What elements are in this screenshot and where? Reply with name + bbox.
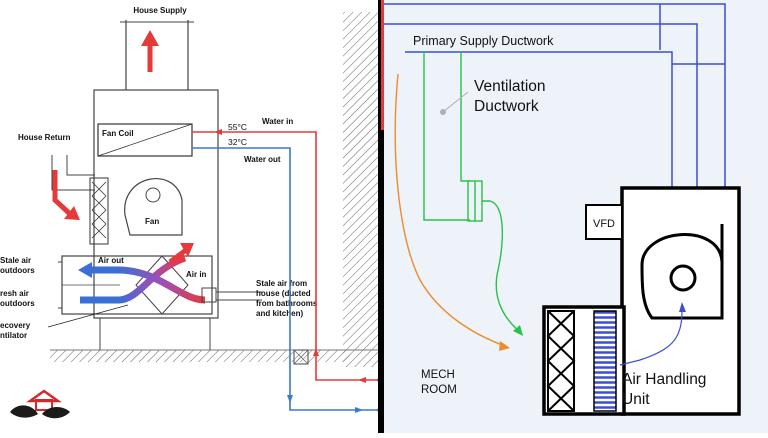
ahu-label-line1: Air Handling xyxy=(622,371,706,388)
fan-housing xyxy=(124,178,183,236)
cabinet xyxy=(93,89,219,319)
duct-inner xyxy=(405,51,673,188)
recovery-ventilator-line2: ntilator xyxy=(0,331,27,340)
stale-air-house-line4: and kitchen) xyxy=(256,309,303,318)
ahu-fan-wheel xyxy=(669,264,697,292)
fan-label: Fan xyxy=(145,217,159,226)
air-in-label: Air in xyxy=(186,270,207,279)
divider xyxy=(378,0,384,433)
duct-middle xyxy=(384,23,698,188)
stale-air-house-line2: house (ducted xyxy=(256,289,311,298)
mech-room-line2: ROOM xyxy=(421,384,457,396)
house-supply-label: House Supply xyxy=(133,6,187,15)
water-in-label: Water in xyxy=(262,117,293,126)
air-out-arrow xyxy=(78,262,92,278)
house-return-label: House Return xyxy=(18,133,71,142)
return-filter xyxy=(89,177,109,245)
air-in-arrow xyxy=(180,243,194,257)
ahu-filter xyxy=(546,310,576,412)
vfd-label: VFD xyxy=(593,218,615,230)
wall-hatch xyxy=(343,12,379,367)
duct-outer xyxy=(384,3,726,188)
ventilation-line1: Ventilation xyxy=(474,78,546,95)
fan-coil-label: Fan Coil xyxy=(102,129,134,138)
fresh-air-outdoors-line2: outdoors xyxy=(0,299,35,308)
water-out-label: Water out xyxy=(244,155,281,164)
vfd-box xyxy=(585,204,623,240)
temp-in-label: 55°C xyxy=(228,122,247,132)
mech-room-line1: MECH xyxy=(421,369,455,381)
air-out-label: Air out xyxy=(98,256,124,265)
orange-ductwork xyxy=(394,73,506,347)
ventilation-line2: Ductwork xyxy=(474,98,539,115)
stale-air-house-line3: from bathrooms xyxy=(256,299,318,308)
house-leaf-logo xyxy=(10,389,70,419)
fresh-air-stream xyxy=(117,254,187,304)
fresh-air-outdoors-line1: resh air xyxy=(0,289,29,298)
temp-out-label: 32°C xyxy=(228,137,247,147)
water-in-pipe xyxy=(192,131,382,381)
supply-up-arrow xyxy=(141,30,159,46)
floor-hatch xyxy=(50,350,350,362)
ahu-label-line2: Unit xyxy=(622,391,650,408)
stale-air-outdoors-line2: outdoors xyxy=(0,266,35,275)
right-panel: Primary Supply Ductwork Ventilation Duct… xyxy=(384,0,768,433)
stale-air-stream xyxy=(117,266,206,304)
vent-duct-curve xyxy=(482,200,521,333)
left-panel: House Supply Fan Coil Fan House Return xyxy=(0,6,387,419)
ahu-coil xyxy=(593,310,617,412)
return-arrow xyxy=(64,206,80,220)
primary-supply-label: Primary Supply Ductwork xyxy=(413,34,554,48)
recovery-ventilator-line1: ecovery xyxy=(0,321,31,330)
air-handling-unit xyxy=(620,186,741,416)
stale-air-outdoors-line1: Stale air xyxy=(0,256,31,265)
water-out-pipe xyxy=(192,147,382,411)
stale-air-house-line1: Stale air from xyxy=(256,279,307,288)
